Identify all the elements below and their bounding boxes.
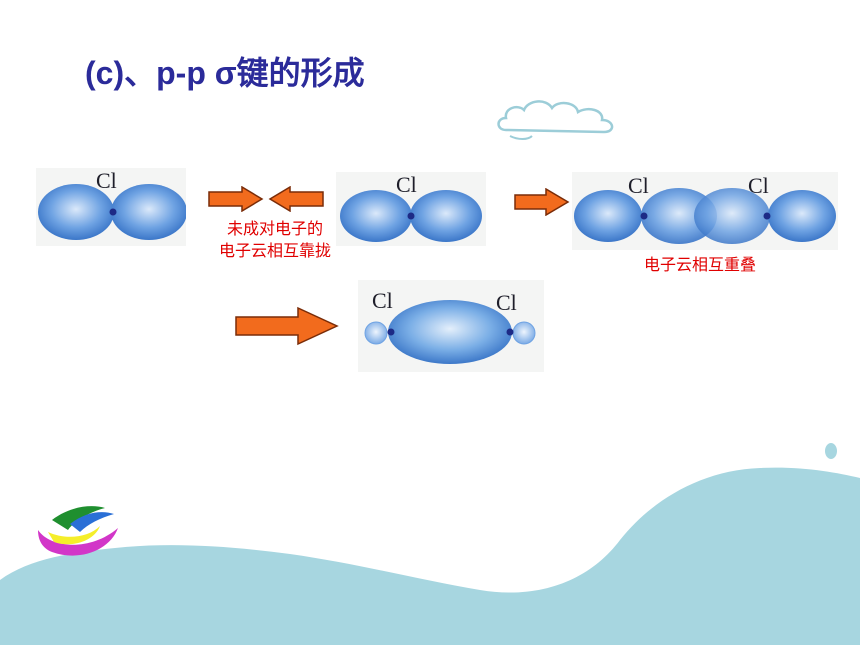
right-arrow-icon (235, 306, 339, 346)
atom-label-cl: Cl (748, 173, 769, 198)
caption-approach: 未成对电子的 电子云相互靠拢 (190, 218, 360, 262)
wave-background (0, 467, 860, 645)
orbital-panel-overlap: Cl Cl (572, 172, 838, 250)
caption-approach-line-1: 未成对电子的 (226, 219, 323, 238)
right-arrow-icon (514, 188, 570, 216)
atom-label-cl: Cl (628, 173, 649, 198)
caption-approach-line-2: 电子云相互靠拢 (218, 241, 331, 260)
orbital-panel-2: Cl (336, 172, 486, 246)
atom-label-cl: Cl (96, 168, 117, 193)
orbital-panel-sigma-bond: Cl Cl (358, 280, 544, 372)
atom-label-cl: Cl (372, 288, 393, 313)
orbital-panel-1: Cl (36, 168, 186, 246)
caption-overlap: 电子云相互重叠 (643, 255, 756, 274)
atom-label-cl: Cl (496, 290, 517, 315)
droplet-icon (825, 443, 837, 459)
cloud-icon (497, 100, 614, 140)
right-arrow-icon (208, 186, 264, 212)
left-arrow-icon (268, 186, 324, 212)
page-title: (c)、p-p σ键的形成 (85, 55, 365, 91)
swirl-logo-icon (38, 506, 118, 556)
atom-label-cl: Cl (396, 172, 417, 197)
